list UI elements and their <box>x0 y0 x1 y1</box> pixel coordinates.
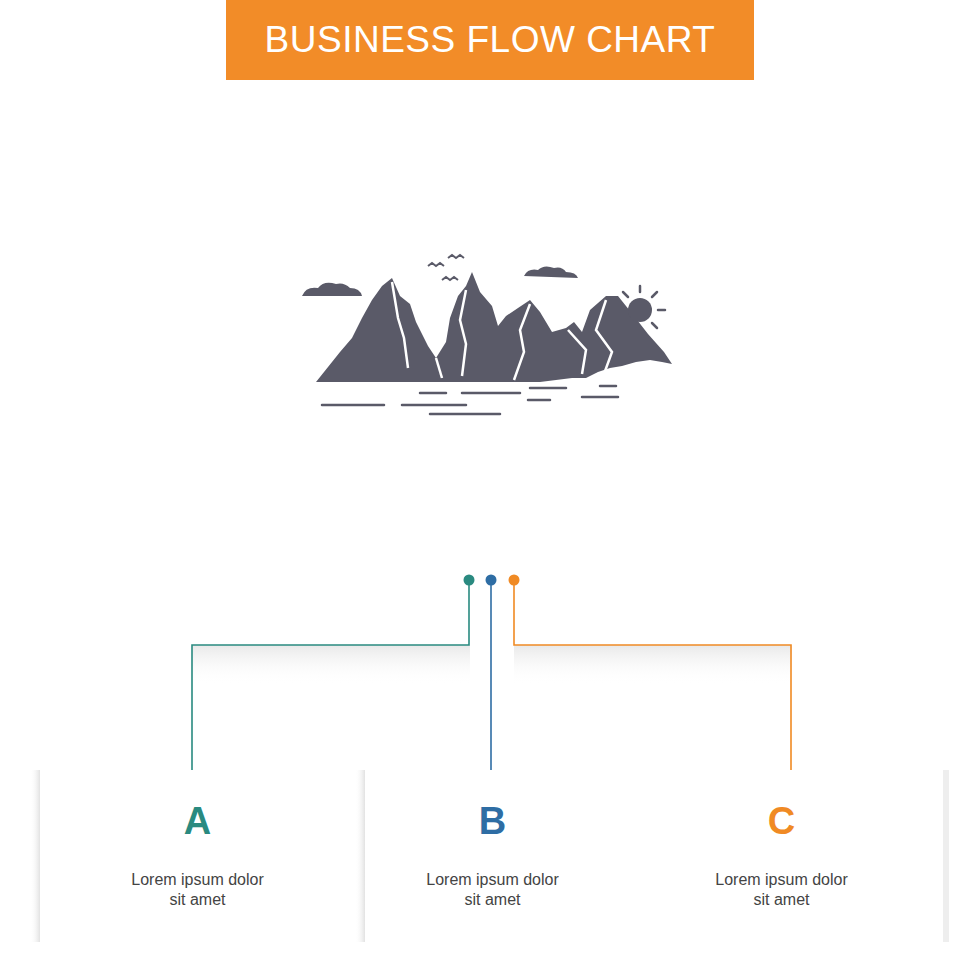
chart-title: BUSINESS FLOW CHART <box>265 19 716 61</box>
step-letter: B <box>479 802 506 840</box>
mountain-icon <box>302 266 672 382</box>
leader-lines <box>192 580 791 780</box>
title-banner: BUSINESS FLOW CHART <box>226 0 754 80</box>
sun-rays <box>623 286 665 328</box>
connector-dot <box>464 575 475 586</box>
step-panel: A Lorem ipsum dolor sit amet <box>40 770 355 942</box>
panel-shadow <box>30 770 40 942</box>
birds <box>428 255 464 280</box>
panel-shadow <box>355 770 365 942</box>
step-text: Lorem ipsum dolor sit amet <box>130 870 265 910</box>
step-letter: A <box>184 802 211 840</box>
panel-shadow <box>943 770 949 942</box>
step-text: Lorem ipsum dolor sit amet <box>714 870 849 910</box>
connector-dot <box>486 575 497 586</box>
step-panel: C Lorem ipsum dolor sit amet <box>620 770 943 942</box>
step-letter: C <box>768 802 795 840</box>
connector-dot <box>509 575 520 586</box>
shadow-band <box>192 645 470 685</box>
shadow-band <box>514 645 792 685</box>
step-panel: B Lorem ipsum dolor sit amet <box>365 770 620 942</box>
water-lines <box>322 386 618 414</box>
step-text: Lorem ipsum dolor sit amet <box>425 870 560 910</box>
mountain-crevice <box>392 282 612 380</box>
